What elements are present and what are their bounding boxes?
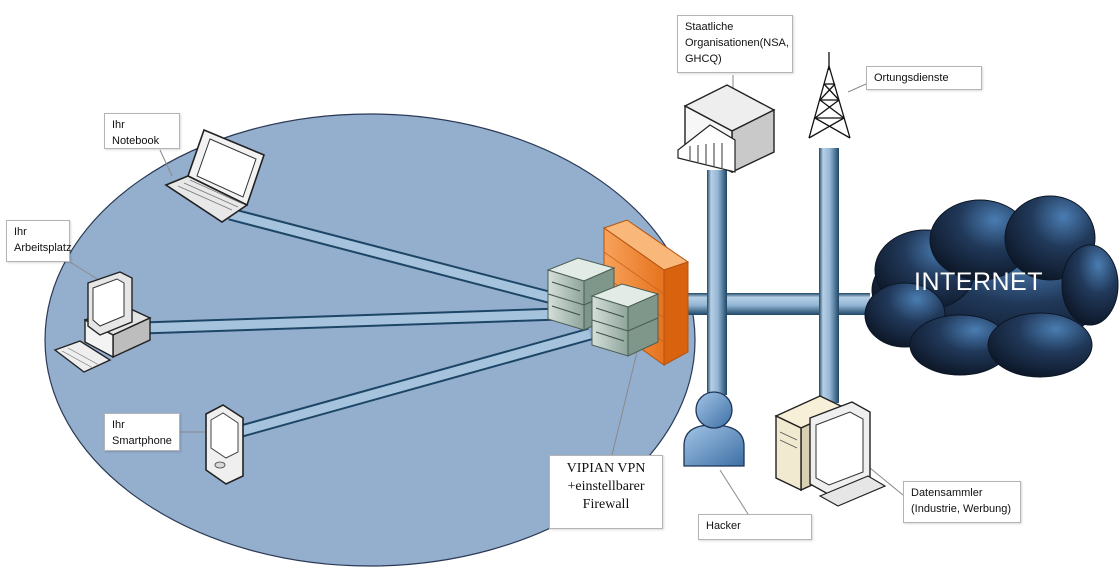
tower-pipe [819, 148, 839, 403]
workstation-callout: Ihr Arbeitsplatz [6, 220, 72, 262]
hacker-pipe [707, 170, 727, 395]
notebook-label: Ihr Notebook [112, 119, 160, 147]
vpn-firewall-callout: VIPIAN VPN +einstellbarer Firewall [549, 455, 663, 529]
government-label: Staatliche Organisationen(NSA, GHCQ) [685, 21, 789, 65]
smartphone-callout: Ihr Smartphone [104, 413, 180, 451]
data-collector-computer-icon [774, 395, 887, 507]
government-server-icon [677, 84, 776, 174]
device-links [141, 207, 592, 439]
notebook-callout: Ihr Notebook [104, 113, 180, 149]
smartphone-label: Ihr Smartphone [112, 419, 172, 447]
location-services-callout: Ortungsdienste [866, 66, 982, 90]
vpn-firewall-label: VIPIAN VPN +einstellbarer Firewall [566, 461, 646, 513]
smartphone-icon [205, 404, 244, 485]
vpn-server-icon [546, 257, 660, 357]
radio-tower-icon [808, 52, 851, 139]
hacker-callout: Hacker [698, 514, 812, 540]
data-collector-label: Datensammler (Industrie, Werbung) [911, 487, 1012, 515]
location-services-label: Ortungsdienste [874, 72, 949, 84]
hacker-person-icon [683, 391, 745, 467]
workstation-label: Ihr Arbeitsplatz [14, 226, 72, 254]
government-callout: Staatliche Organisationen(NSA, GHCQ) [677, 15, 793, 73]
callout-leaders [69, 75, 904, 515]
internet-label: INTERNET [914, 268, 1043, 296]
laptop-icon [164, 128, 265, 223]
data-collector-callout: Datensammler (Industrie, Werbung) [903, 481, 1021, 523]
desktop-computer-icon [53, 271, 152, 373]
hacker-label: Hacker [706, 520, 741, 532]
internet-cloud-icon [864, 195, 1119, 378]
